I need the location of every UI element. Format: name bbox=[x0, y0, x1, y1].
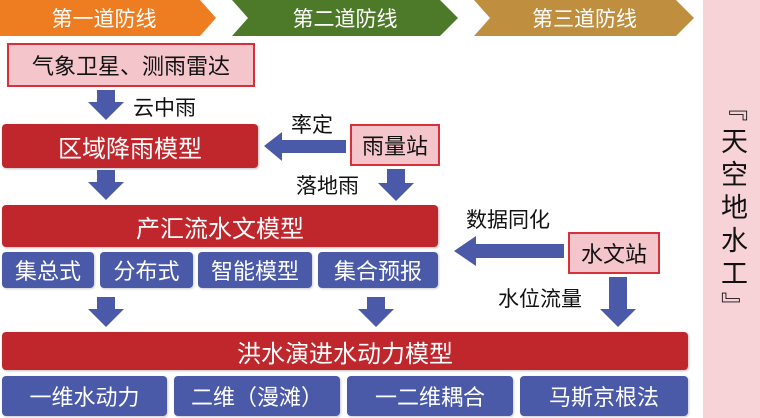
stage-3-label: 第三道防线 bbox=[532, 7, 637, 31]
label-landfall-rain: 落地雨 bbox=[296, 174, 359, 198]
label-data-assimilation: 数据同化 bbox=[466, 208, 550, 232]
rain-gauge-station-node: 雨量站 bbox=[350, 124, 440, 166]
runoff-hydrological-model-node: 产汇流水文模型 bbox=[2, 205, 438, 247]
label-rate: 率定 bbox=[291, 113, 333, 137]
runoff-type-distributed: 分布式 bbox=[100, 252, 193, 288]
arrow-runoff-to-flood-right bbox=[358, 297, 394, 327]
hydrological-station-node: 水文站 bbox=[568, 232, 660, 274]
flood-type-muskingum: 马斯京根法 bbox=[520, 376, 688, 416]
runoff-type-intelligent: 智能模型 bbox=[198, 252, 312, 288]
label-water-level-flow: 水位流量 bbox=[498, 287, 582, 311]
side-title-text: 『天空地水工』 bbox=[716, 93, 747, 325]
runoff-type-lumped: 集总式 bbox=[2, 252, 94, 288]
runoff-type-ensemble: 集合预报 bbox=[318, 252, 438, 288]
flood-type-1d2d-coupled: 一二维耦合 bbox=[347, 376, 513, 416]
stage-1-label: 第一道防线 bbox=[51, 7, 157, 31]
side-title: 『天空地水工』 bbox=[703, 0, 760, 418]
arrow-hydro-to-flood bbox=[600, 277, 636, 327]
flood-type-2d-floodplain: 二维（漫滩） bbox=[174, 376, 340, 416]
stage-1-shape bbox=[0, 0, 216, 36]
arrow-data-assimilation bbox=[454, 236, 564, 266]
arrow-rate bbox=[264, 132, 346, 161]
satellite-radar-node: 气象卫星、测雨雷达 bbox=[7, 43, 255, 87]
stage-2-label: 第二道防线 bbox=[292, 7, 398, 31]
stage-2-shape bbox=[232, 0, 458, 36]
flood-type-1d: 一维水动力 bbox=[2, 376, 167, 416]
arrow-runoff-to-flood-left bbox=[88, 297, 124, 327]
regional-rainfall-model-node: 区域降雨模型 bbox=[2, 124, 258, 168]
arrow-cloud-rain bbox=[88, 90, 124, 120]
arrow-landfall-rain bbox=[378, 169, 414, 201]
stage-bar: 第一道防线 第二道防线 第三道防线 bbox=[0, 0, 700, 36]
stage-3-shape bbox=[474, 0, 694, 36]
stage-arrows-graphic bbox=[0, 0, 694, 36]
flood-routing-hydrodynamic-model-node: 洪水演进水动力模型 bbox=[2, 332, 688, 370]
label-cloud-rain: 云中雨 bbox=[133, 96, 196, 120]
side-panel bbox=[703, 0, 760, 418]
arrow-regional-to-runoff bbox=[88, 170, 124, 200]
